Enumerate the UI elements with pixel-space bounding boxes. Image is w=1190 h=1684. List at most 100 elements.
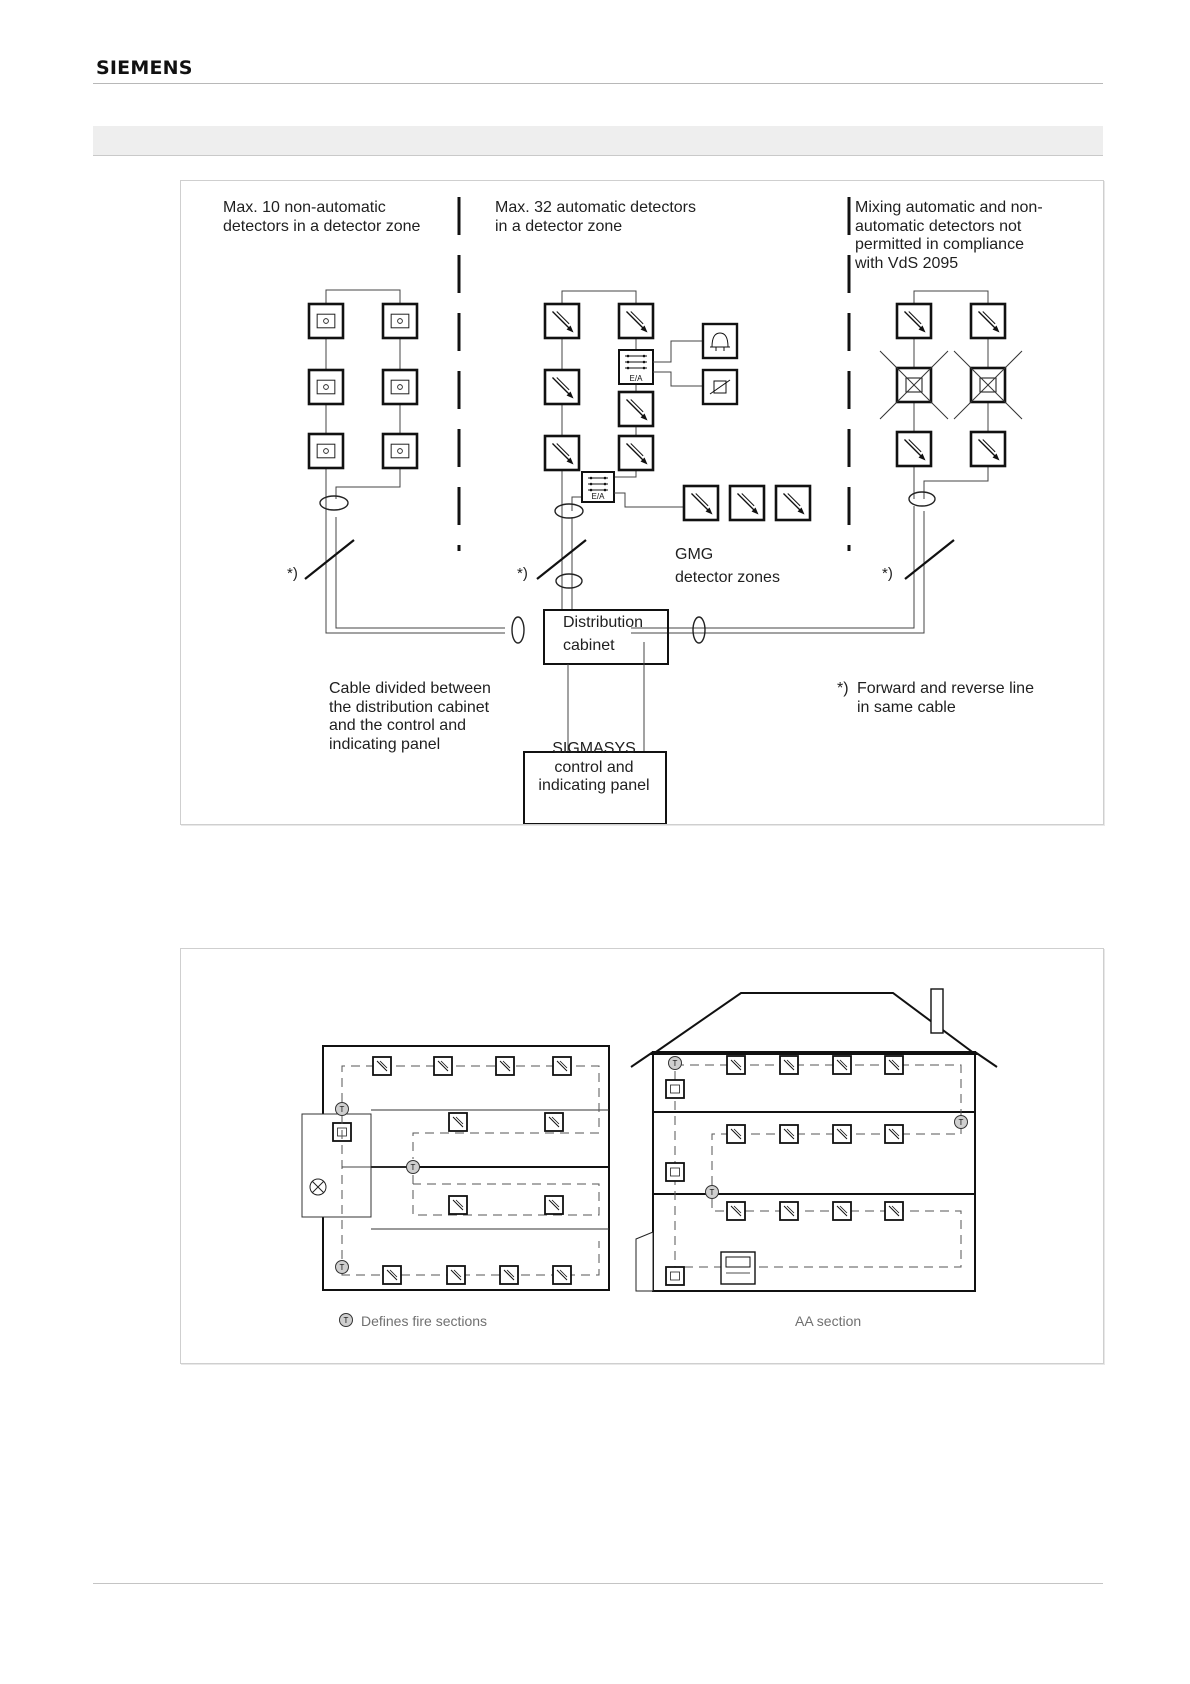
footer-divider (93, 1583, 1103, 1584)
cable-note-mid: *) (517, 565, 528, 582)
wire (631, 506, 915, 629)
not-permitted-cross-icon (879, 350, 949, 420)
distribution-cabinet-label: Distribution cabinet (563, 614, 644, 654)
sounder-icon (701, 322, 739, 360)
cable-ring (555, 573, 583, 589)
wire (341, 1241, 600, 1276)
aa-section-legend: AA section (795, 1313, 862, 1329)
automatic-detector-icon (969, 430, 1007, 468)
siemens-logo: SIEMENS (96, 57, 193, 79)
wire (711, 1125, 962, 1185)
io-module-label: E/A (630, 374, 644, 383)
manual-call-point-icon (381, 432, 419, 470)
automatic-detector-icon (726, 1124, 746, 1144)
signal-lamp-icon (309, 1178, 327, 1196)
automatic-detector-icon (895, 302, 933, 340)
chimney (930, 988, 944, 1034)
automatic-detector-icon (832, 1055, 852, 1075)
automatic-detector-icon (617, 434, 655, 472)
control-panel-icon (720, 1251, 756, 1285)
automatic-detector-icon (544, 1112, 564, 1132)
door-icon (635, 1231, 654, 1292)
fire-section-marker-icon: T (668, 1056, 682, 1070)
roof-outline (649, 992, 979, 1055)
sigmasys-panel-label: SIGMASYS control and indicating panel (538, 740, 650, 794)
automatic-detector-icon (543, 302, 581, 340)
manual-call-point-icon (665, 1079, 685, 1099)
automatic-detector-icon (382, 1265, 402, 1285)
manual-call-point-icon (381, 368, 419, 406)
automatic-detector-icon (884, 1055, 904, 1075)
wire (341, 1065, 600, 1159)
cable-split-slash (536, 539, 587, 580)
header-divider (93, 83, 1103, 84)
wire (335, 517, 505, 629)
automatic-zone-caption: Max. 32 automatic detectors in a detecto… (495, 199, 696, 235)
automatic-detector-icon (779, 1055, 799, 1075)
automatic-detector-icon (895, 430, 933, 468)
cable-note-right: *) (882, 565, 893, 582)
automatic-detector-icon (682, 484, 720, 522)
wire (325, 289, 401, 313)
automatic-detector-icon (884, 1124, 904, 1144)
manual-call-point-icon (665, 1266, 685, 1286)
cable-split-slash (904, 539, 955, 580)
automatic-detector-icon (543, 434, 581, 472)
wire (923, 459, 989, 499)
fire-section-marker-icon: T (406, 1160, 420, 1174)
cable-ring (692, 616, 706, 644)
fire-section-marker-label: T (710, 1188, 715, 1197)
automatic-detector-icon (448, 1195, 468, 1215)
automatic-detector-icon (728, 484, 766, 522)
manual-call-point-icon (307, 432, 345, 470)
cable-ring (554, 503, 584, 519)
wire (653, 371, 703, 387)
wire (412, 1175, 600, 1216)
cable-ring (511, 616, 525, 644)
automatic-detector-icon (726, 1201, 746, 1221)
fire-sections-legend: Defines fire sections (361, 1313, 488, 1329)
wire (335, 459, 401, 499)
house-outline (652, 1051, 976, 1292)
io-module-label: E/A (592, 492, 606, 501)
wire (325, 503, 505, 634)
wire (677, 1199, 962, 1268)
automatic-detector-icon (832, 1124, 852, 1144)
wire (631, 511, 925, 634)
io-module-icon: E/A (581, 471, 615, 503)
forward-reverse-mark: *) (837, 680, 849, 697)
manual-call-point-icon (665, 1162, 685, 1182)
automatic-detector-icon (617, 302, 655, 340)
fire-section-marker-icon: T (954, 1115, 968, 1129)
automatic-detector-icon (969, 302, 1007, 340)
gmg-detector-zones-label: GMG detector zones (675, 546, 780, 586)
fire-section-marker-icon: T (705, 1185, 719, 1199)
fire-section-marker-label: T (411, 1163, 416, 1172)
roof-eave (630, 1051, 654, 1068)
automatic-detector-icon (779, 1124, 799, 1144)
automatic-detector-icon (448, 1112, 468, 1132)
legend-marker-label: T (344, 1316, 349, 1325)
wire (913, 290, 989, 311)
automatic-detector-icon (884, 1201, 904, 1221)
not-permitted-cross-icon (953, 350, 1023, 420)
forward-reverse-note: Forward and reverse line in same cable (857, 680, 1034, 716)
legend-fire-section-marker-icon: T (339, 1313, 353, 1327)
non-automatic-zone-caption: Max. 10 non-automatic detectors in a det… (223, 199, 421, 235)
automatic-detector-icon (617, 390, 655, 428)
fire-section-marker-label: T (673, 1059, 678, 1068)
automatic-detector-icon (499, 1265, 519, 1285)
automatic-detector-icon (495, 1056, 515, 1076)
automatic-detector-icon (446, 1265, 466, 1285)
wire (653, 340, 703, 363)
automatic-detector-icon (433, 1056, 453, 1076)
automatic-detector-icon (774, 484, 812, 522)
sigmasys-panel-box (523, 751, 667, 824)
automatic-detector-icon (544, 1195, 564, 1215)
automatic-detector-icon (552, 1265, 572, 1285)
fire-section-marker-label: T (959, 1118, 964, 1127)
wire (614, 492, 694, 508)
cable-ring (908, 491, 936, 507)
wire (561, 290, 637, 311)
